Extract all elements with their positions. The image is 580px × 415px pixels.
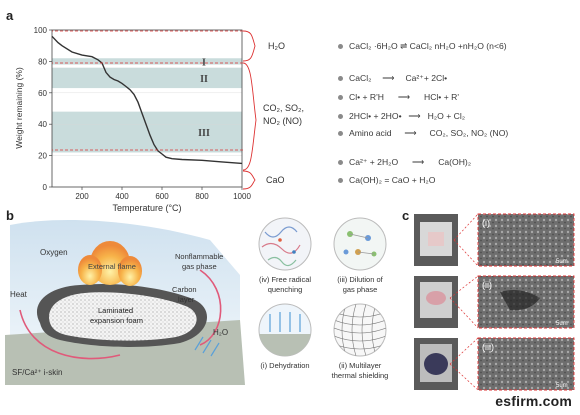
- label-carbon-2: layer: [178, 295, 195, 304]
- label-water: H₂O: [213, 328, 228, 337]
- panel-b-label: b: [6, 208, 14, 223]
- plot-frame: [51, 29, 243, 188]
- bracket-label-co2-2: NO₂ (NO): [263, 116, 302, 126]
- sem-label-2: (ii): [482, 280, 492, 290]
- band-label-2: II: [200, 74, 208, 85]
- bracket-label-co2-1: CO₂, SO₂,: [263, 103, 304, 113]
- tga-gridlines: [52, 61, 242, 156]
- reaction-1: CaCl₂ ·6H₂O ⇌ CaCl₂ nH₂O +nH₂O (n<6): [338, 41, 507, 52]
- y-tick-label: 40: [38, 120, 47, 129]
- sem-scale-3: 5um: [556, 383, 568, 389]
- mech-label-1b: quenching: [268, 285, 303, 294]
- bracket-label-h2o: H₂O: [268, 41, 285, 51]
- band-2: [52, 67, 242, 89]
- heat-arrow: [19, 309, 121, 360]
- y-tick-label: 100: [34, 26, 48, 35]
- sem-scale-1: 5um: [556, 259, 568, 265]
- x-tick-label: 200: [75, 192, 89, 201]
- thermal-shielding-icon: [333, 303, 387, 357]
- label-heat: Heat: [10, 290, 28, 299]
- label-nonflammable-1: Nonflammable: [175, 252, 223, 261]
- label-skin: SF/Ca²⁺ i-skin: [12, 368, 62, 377]
- x-axis-label: Temperature (°C): [112, 203, 181, 213]
- mechanism-circles: (iv) Free radical quenching (iii) Diluti…: [258, 217, 389, 380]
- sem-image-1: [477, 213, 575, 267]
- dehydration-icon: [258, 303, 312, 357]
- bracket-h2o: [242, 30, 256, 62]
- y-ticks: 0 20 40 60 80 100: [34, 26, 52, 192]
- bracket-label-cao: CaO: [266, 175, 285, 185]
- reaction-5: Amino acid⟶CO₂, SO₂, NO₂ (NO): [338, 128, 508, 139]
- reaction-3: Cl• + R'H⟶HCl• + R': [338, 92, 459, 103]
- sem-image-2: [477, 275, 575, 329]
- tga-bands: [52, 58, 242, 153]
- y-tick-label: 20: [38, 152, 47, 161]
- bracket-co2: [242, 62, 257, 171]
- label-carbon-1: Carbon: [172, 285, 197, 294]
- radical-quenching-icon: [258, 217, 312, 271]
- gas-dilution-icon: [333, 217, 387, 271]
- tga-curve: [51, 35, 243, 165]
- mech-label-2a: (iii) Dilution of: [337, 275, 383, 284]
- gas-arrow: [199, 269, 222, 346]
- mech-label-4b: thermal shielding: [332, 371, 389, 380]
- mechanism-scene: Oxygen External flame Nonflammable gas p…: [5, 220, 245, 385]
- band-label-3: III: [198, 128, 210, 139]
- reaction-4: 2HCl• + 2HO•⟶H₂O + Cl₂: [338, 111, 465, 122]
- y-tick-label: 60: [38, 89, 47, 98]
- y-tick-label: 80: [38, 57, 47, 66]
- bracket-cao: [242, 170, 256, 190]
- panel-c-label: c: [402, 208, 410, 223]
- mech-label-2b: gas phase: [343, 285, 378, 294]
- flame-icon: [78, 241, 142, 286]
- x-tick-label: 1000: [233, 192, 251, 201]
- sem-images: (i) (ii) (iii) 5um 5um 5um: [414, 213, 575, 391]
- label-flame: External flame: [88, 262, 136, 271]
- watermark: esfirm.com: [495, 393, 572, 409]
- band-3: [52, 111, 242, 153]
- reaction-6: Ca²⁺ + 2H₂O⟶Ca(OH)₂: [338, 157, 471, 168]
- y-axis-label: Weight remaining (%): [14, 67, 24, 149]
- mech-label-4a: (ii) Multilayer: [339, 361, 382, 370]
- reaction-7: Ca(OH)₂ = CaO + H₂O: [338, 175, 435, 185]
- sem-image-3: [477, 337, 575, 391]
- reaction-2: CaCl₂⟶Ca²⁺+ 2Cl•: [338, 73, 447, 84]
- x-tick-label: 400: [115, 192, 129, 201]
- x-ticks: 200 400 600 800 1000: [75, 187, 251, 201]
- y-tick-label: 0: [43, 183, 48, 192]
- sem-scale-2: 5um: [556, 321, 568, 327]
- label-nonflammable-2: gas phase: [182, 262, 217, 271]
- label-foam-2: expansion foam: [90, 316, 143, 325]
- mech-label-3a: (i) Dehydration: [260, 361, 309, 370]
- x-tick-label: 800: [195, 192, 209, 201]
- panel-a-label: a: [6, 8, 14, 23]
- label-foam-1: Laminated: [98, 306, 133, 315]
- mech-label-1a: (iv) Free radical: [259, 275, 311, 284]
- sem-label-3: (iii): [482, 342, 494, 352]
- vapor-arrows-icon: [194, 336, 220, 357]
- label-oxygen: Oxygen: [40, 248, 68, 257]
- band-label-1: I: [202, 57, 206, 68]
- sem-label-1: (i): [482, 218, 490, 228]
- expansion-foam-shape: [49, 292, 197, 341]
- x-tick-label: 600: [155, 192, 169, 201]
